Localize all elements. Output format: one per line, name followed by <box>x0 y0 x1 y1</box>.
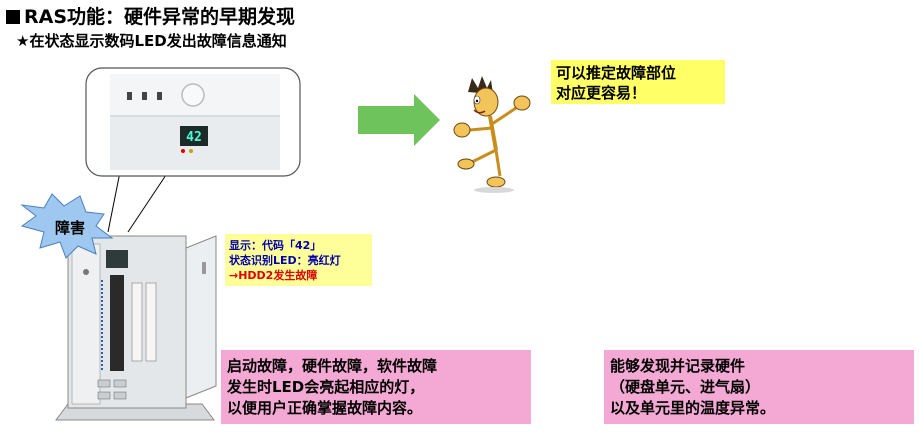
note-left-line-2: 发生时LED会亮起相应的灯， <box>227 378 425 396</box>
drive-tray-2 <box>145 282 157 362</box>
device-open-door <box>185 235 217 399</box>
zoomed-device-panel <box>85 67 301 177</box>
indicator-led-2 <box>142 92 147 100</box>
page-subtitle: ★在状态显示数码LED发出故障信息通知 <box>16 32 287 50</box>
indicator-led-3 <box>157 92 162 100</box>
note-right-line-2: （硬盘单元、进气扇） <box>610 378 761 396</box>
fault-burst-label: 障害 <box>55 219 86 237</box>
power-button <box>181 83 205 107</box>
digital-led-value: 42 <box>186 130 202 145</box>
drive-bay-dark <box>110 275 124 371</box>
title-bullet-square <box>6 10 20 24</box>
callout-top-line-1: 可以推定故障部位 <box>556 64 677 82</box>
status-note-line-2: 状态识别LED：亮红灯 <box>229 254 341 267</box>
callout-top-line-2: 对应更容易！ <box>556 84 647 102</box>
green-arrow <box>358 94 440 146</box>
page-title-text: RAS功能：硬件异常的早期发现 <box>24 6 296 28</box>
note-left: 启动故障，硬件故障，软件故障 发生时LED会亮起相应的灯， 以便用户正确掌握故障… <box>221 350 531 424</box>
note-right: 能够发现并记录硬件 （硬盘单元、进气扇） 以及单元里的温度异常。 <box>604 350 914 424</box>
callout-line-left <box>107 171 121 233</box>
note-right-line-1: 能够发现并记录硬件 <box>610 357 746 375</box>
status-led-amber <box>189 149 193 153</box>
fault-burst-shape <box>20 193 114 259</box>
status-note-line-1: 显示：代码「42」 <box>229 239 322 252</box>
status-led-red <box>181 149 185 153</box>
cheering-figure <box>453 76 531 193</box>
status-note-line-3: →HDD2发生故障 <box>229 269 318 282</box>
note-left-line-1: 启动故障，硬件故障，软件故障 <box>227 357 438 375</box>
drive-tray-1 <box>131 282 143 362</box>
note-left-line-3: 以便用户正确掌握故障内容。 <box>227 399 423 417</box>
status-note: 显示：代码「42」 状态识别LED：亮红灯 →HDD2发生故障 <box>225 234 372 286</box>
note-right-line-3: 以及单元里的温度异常。 <box>610 399 776 417</box>
callout-top-note: 可以推定故障部位 对应更容易！ <box>551 60 725 104</box>
device-led-display <box>106 250 128 268</box>
page-title: RAS功能：硬件异常的早期发现 <box>6 2 295 29</box>
indicator-led-1 <box>127 92 132 100</box>
server-device <box>55 235 217 421</box>
digital-led-display <box>180 126 208 146</box>
callout-line-right <box>127 171 169 233</box>
